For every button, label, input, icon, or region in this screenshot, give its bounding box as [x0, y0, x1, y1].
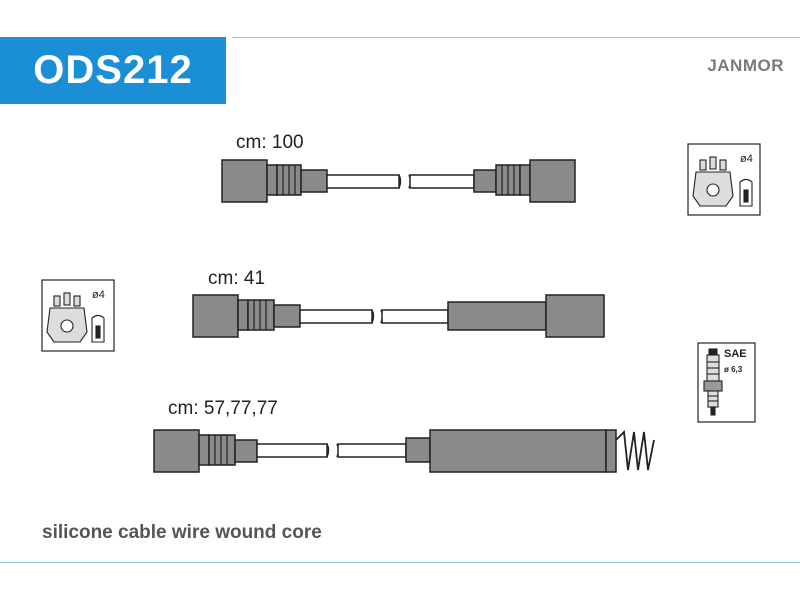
cable-2-wire-right — [381, 309, 449, 324]
cable-3-left-collar — [198, 434, 210, 466]
spark-plug-diameter: ø 6,3 — [724, 365, 743, 374]
cable-1 — [221, 159, 576, 203]
cable-2-right-sleeve — [447, 301, 547, 331]
cable-2-right-boot — [545, 294, 605, 338]
cable-3-left-rib-lines — [214, 435, 228, 465]
product-code-badge: ODS212 — [0, 37, 226, 104]
distributor-cap-icon: ø4 — [687, 143, 761, 216]
cable-1-left-boot — [221, 159, 268, 203]
cable-1-wire-left — [326, 174, 400, 189]
cable-1-right-neck — [473, 169, 497, 193]
cable-3-right-boot — [429, 429, 607, 473]
brand-name: JANMOR — [707, 56, 784, 75]
cable-3-break-left — [326, 443, 330, 458]
cable-3-right-neck — [405, 437, 431, 463]
distributor-top-diameter: ø4 — [740, 153, 753, 165]
material-description: silicone cable wire wound core — [42, 522, 322, 543]
cable-3-length-label: cm: 57,77,77 — [168, 398, 278, 419]
cable-3-left-ribs — [208, 434, 236, 466]
cable-3-left-boot — [153, 429, 200, 473]
cable-3-wire-right — [337, 443, 407, 458]
cable-1-wire-right — [409, 174, 475, 189]
cable-2-break-left — [371, 309, 375, 324]
cable-1-length-label: cm: 100 — [236, 132, 304, 153]
cable-2-wire-left — [299, 309, 373, 324]
cable-2-left-neck — [273, 304, 301, 328]
cable-1-left-neck — [300, 169, 328, 193]
cable-1-right-collar — [519, 164, 531, 196]
cable-3 — [153, 429, 655, 473]
spark-plug-standard: SAE — [724, 348, 747, 360]
distributor-left-diameter: ø4 — [92, 289, 105, 301]
cable-2 — [192, 294, 605, 338]
distributor-cap-icon: ø4 — [41, 279, 115, 352]
cable-2-left-ribs — [247, 299, 275, 331]
cable-1-break-left — [398, 174, 402, 189]
cable-3-left-neck — [234, 439, 258, 463]
spark-plug-icon: SAE ø 6,3 — [697, 342, 756, 423]
cable-2-left-boot — [192, 294, 239, 338]
cable-2-left-collar — [237, 299, 249, 331]
cable-2-left-rib-lines — [253, 300, 267, 330]
cable-1-right-boot — [529, 159, 576, 203]
cable-2-length-label: cm: 41 — [208, 268, 266, 289]
cable-3-wire-left — [256, 443, 328, 458]
cable-3-spring-terminal — [615, 430, 655, 471]
header-divider — [232, 37, 800, 38]
footer-divider — [0, 562, 800, 563]
cable-1-right-rib-lines — [501, 165, 515, 195]
cable-3-right-cap — [605, 429, 617, 473]
cable-1-left-rib-lines — [282, 165, 296, 195]
cable-1-left-collar — [266, 164, 278, 196]
